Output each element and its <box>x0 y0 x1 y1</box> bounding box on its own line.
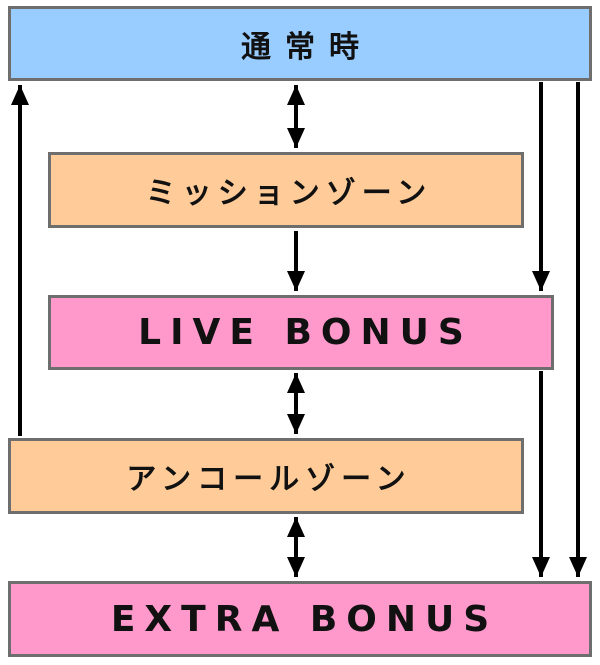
node-live-bonus: LIVE BONUS <box>48 295 554 370</box>
node-normal-label: 通常時 <box>241 29 373 65</box>
node-extra-bonus-label: EXTRA BONUS <box>110 598 499 640</box>
node-normal: 通常時 <box>8 6 592 81</box>
node-live-bonus-label: LIVE BONUS <box>138 312 473 353</box>
node-extra-bonus: EXTRA BONUS <box>8 581 592 657</box>
node-mission-zone: ミッションゾーン <box>48 152 524 228</box>
node-encore-zone: アンコールゾーン <box>8 438 524 514</box>
node-encore-zone-label: アンコールゾーン <box>126 462 412 497</box>
node-mission-zone-label: ミッションゾーン <box>145 176 433 211</box>
